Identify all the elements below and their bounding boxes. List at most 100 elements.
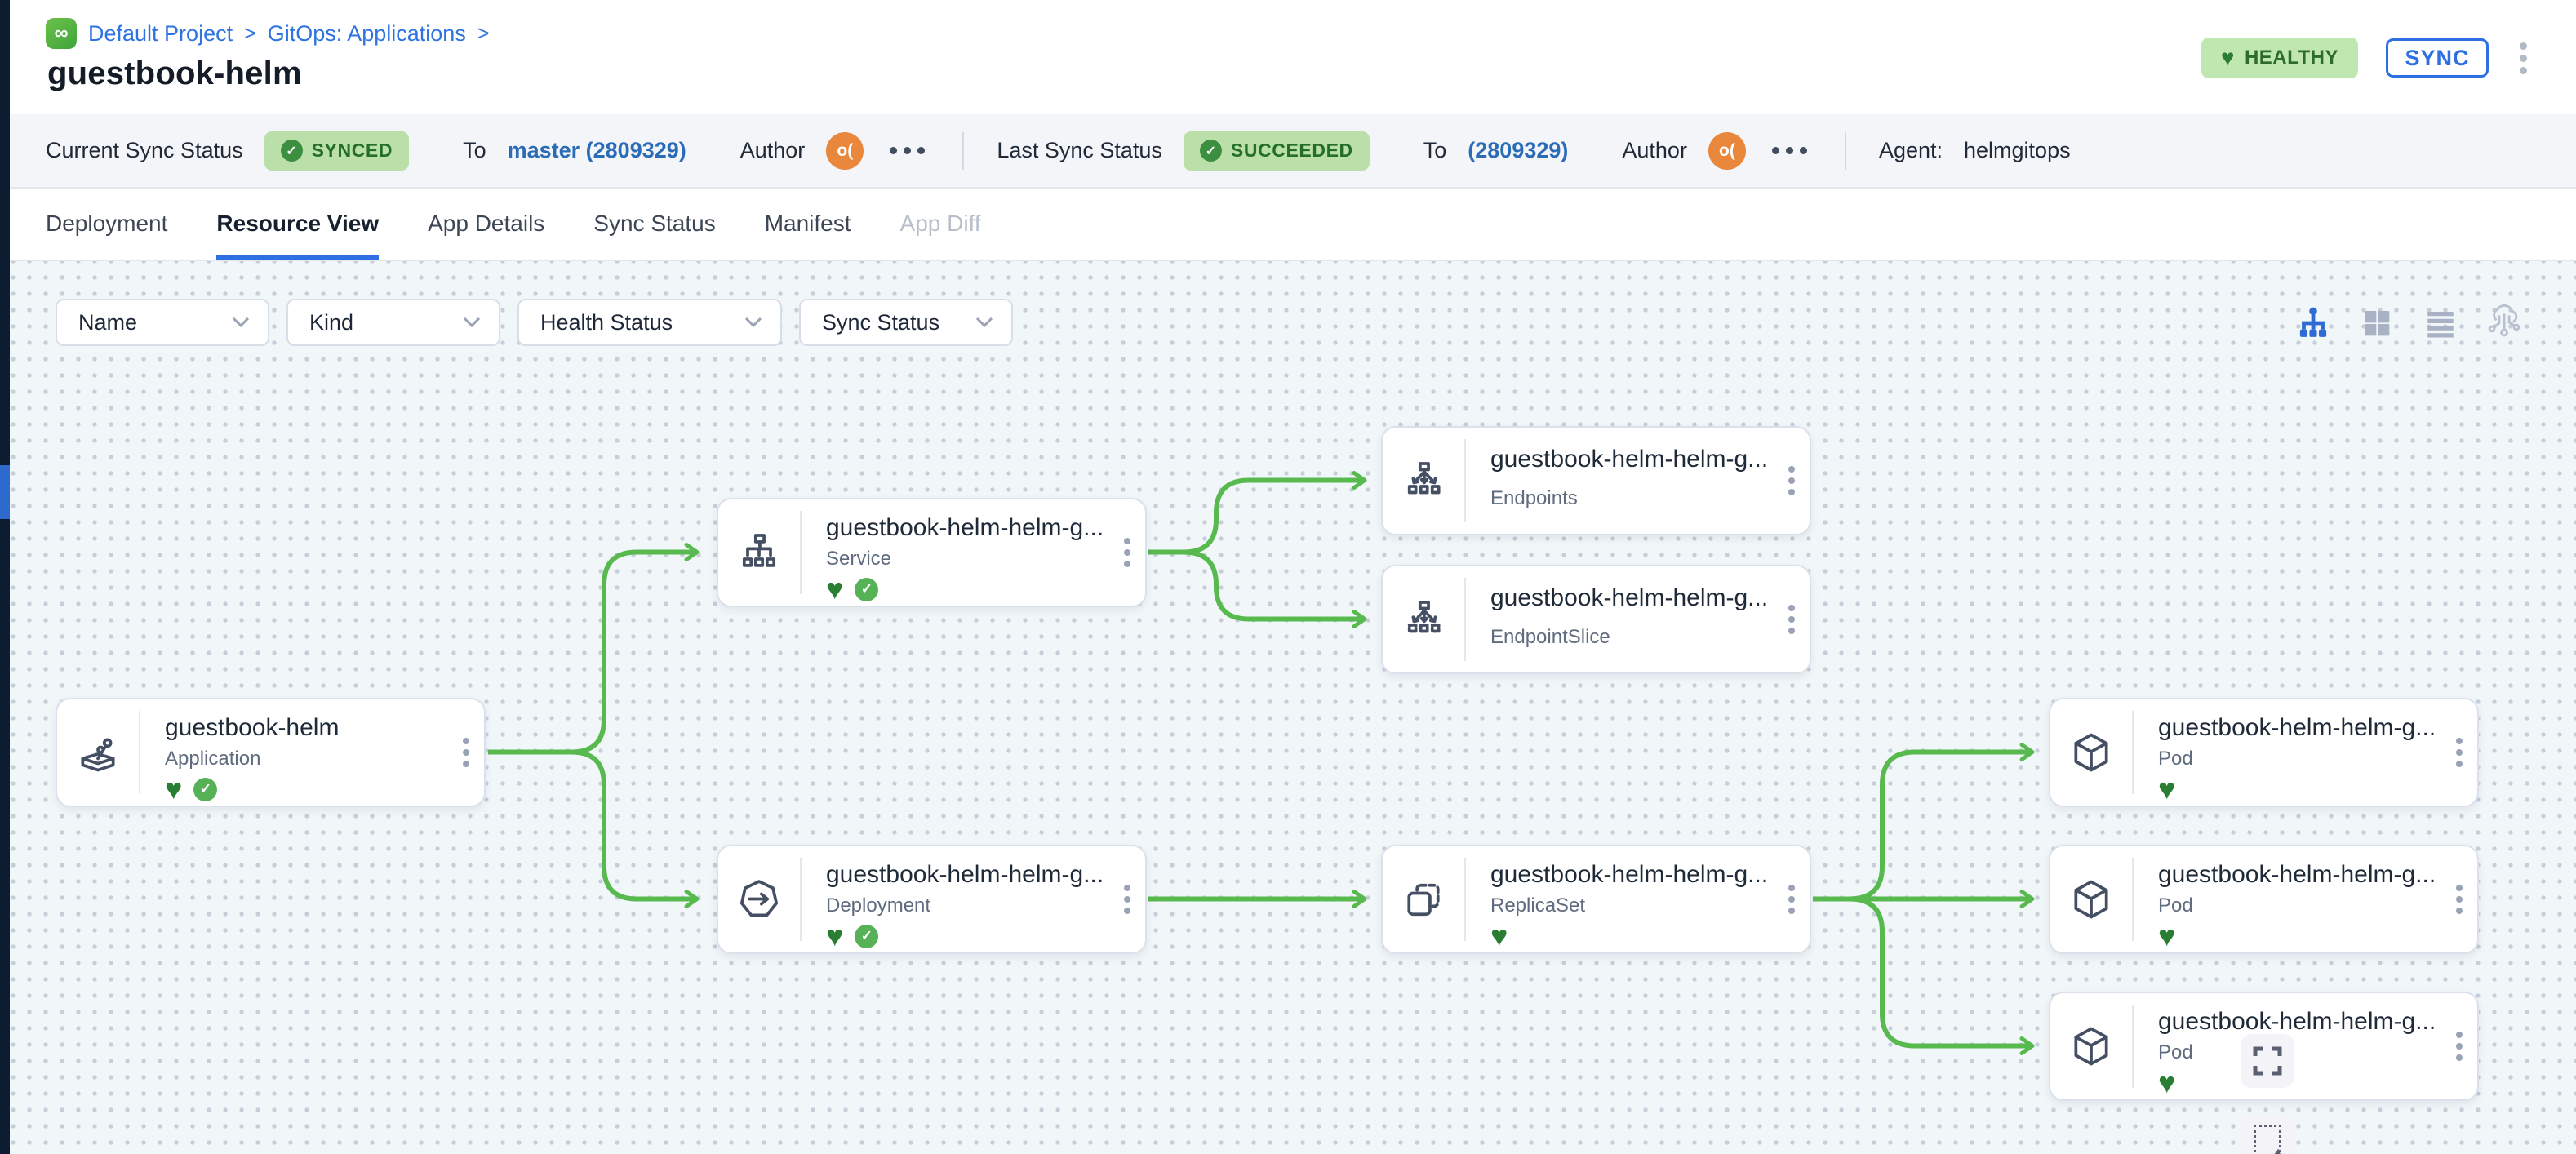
- chevron-right-icon: >: [477, 21, 490, 45]
- status-bar: Current Sync Status ✓ SYNCED To master (…: [10, 114, 2576, 189]
- node-menu-kebab-icon[interactable]: [1785, 881, 1798, 917]
- deployment-icon: [718, 846, 800, 952]
- pod-icon: [2050, 993, 2132, 1099]
- node-pod-2[interactable]: guestbook-helm-helm-g... Pod ♥: [2049, 845, 2479, 954]
- node-kind: Pod: [2158, 1041, 2193, 1063]
- node-menu-kebab-icon[interactable]: [1785, 601, 1798, 637]
- fit-view-button[interactable]: [2241, 1034, 2294, 1088]
- current-revision-link[interactable]: master (2809329): [507, 138, 686, 162]
- sync-check-icon: ✓: [193, 777, 218, 801]
- check-circle-icon: ✓: [280, 140, 303, 162]
- filter-name-dropdown[interactable]: Name: [56, 299, 269, 346]
- tab-sync-status[interactable]: Sync Status: [593, 210, 716, 236]
- node-kind: EndpointSlice: [1490, 625, 1610, 648]
- node-pod-1[interactable]: guestbook-helm-helm-g... Pod ♥: [2049, 698, 2479, 807]
- chevron-right-icon: >: [244, 21, 256, 45]
- tab-resource-view[interactable]: Resource View: [216, 189, 380, 260]
- node-kind: Pod: [2158, 894, 2193, 917]
- chevron-down-icon: [463, 317, 481, 328]
- tree-view-icon[interactable]: [2294, 304, 2333, 343]
- succeeded-badge-label: SUCCEEDED: [1230, 140, 1353, 161]
- selection-mode-button[interactable]: [2241, 1114, 2294, 1154]
- node-menu-kebab-icon[interactable]: [1121, 535, 1134, 570]
- node-menu-kebab-icon[interactable]: [1121, 881, 1134, 917]
- agent-value: helmgitops: [1964, 138, 2071, 162]
- node-menu-kebab-icon[interactable]: [460, 735, 473, 770]
- resource-tree-canvas[interactable]: Name Kind Health Status Sync Status: [0, 261, 2576, 1154]
- check-circle-icon: ✓: [1199, 140, 1222, 162]
- sync-check-icon: ✓: [855, 577, 879, 601]
- node-menu-kebab-icon[interactable]: [1785, 463, 1798, 499]
- tab-manifest[interactable]: Manifest: [764, 210, 851, 236]
- tab-bar: Deployment Resource View App Details Syn…: [10, 189, 2576, 261]
- network-view-icon[interactable]: [2485, 304, 2524, 343]
- node-deployment[interactable]: guestbook-helm-helm-g... Deployment ♥ ✓: [717, 845, 1147, 954]
- endpointslice-icon: [1383, 566, 1464, 672]
- sync-button[interactable]: SYNC: [2386, 38, 2489, 78]
- health-heart-icon: ♥: [165, 772, 183, 806]
- node-kind: Deployment: [826, 894, 931, 917]
- fullscreen-icon: [2253, 1046, 2282, 1076]
- last-author-avatar[interactable]: o(: [1708, 131, 1746, 170]
- grid-view-icon[interactable]: [2357, 304, 2396, 343]
- node-title: guestbook-helm-helm-g...: [1490, 584, 1769, 611]
- application-icon: [57, 699, 139, 806]
- node-title: guestbook-helm-helm-g...: [1490, 445, 1769, 473]
- pod-icon: [2050, 699, 2132, 806]
- gitops-logo-icon: ∞: [46, 18, 77, 49]
- last-revision-link[interactable]: (2809329): [1468, 138, 1569, 162]
- synced-badge-label: SYNCED: [311, 140, 393, 161]
- health-heart-icon: ♥: [1490, 919, 1508, 952]
- health-heart-icon: ♥: [2158, 919, 2176, 952]
- pod-icon: [2050, 846, 2132, 952]
- divider: [1844, 131, 1846, 170]
- node-title: guestbook-helm-helm-g...: [826, 514, 1104, 541]
- node-menu-kebab-icon[interactable]: [2453, 881, 2466, 917]
- breadcrumb-applications-link[interactable]: GitOps: Applications: [267, 20, 466, 46]
- tab-deployment[interactable]: Deployment: [46, 210, 168, 236]
- filter-health-status-dropdown[interactable]: Health Status: [517, 299, 782, 346]
- health-heart-icon: ♥: [2158, 772, 2176, 806]
- node-kind: Pod: [2158, 748, 2193, 770]
- more-options-kebab-icon[interactable]: [2516, 39, 2530, 78]
- node-service[interactable]: guestbook-helm-helm-g... Service ♥ ✓: [717, 498, 1147, 607]
- collapsed-sidebar-rail[interactable]: [0, 0, 10, 1154]
- node-kind: Application: [165, 748, 261, 770]
- node-application[interactable]: guestbook-helm Application ♥ ✓: [56, 698, 486, 807]
- node-menu-kebab-icon[interactable]: [2453, 1028, 2466, 1064]
- sync-check-icon: ✓: [855, 924, 879, 948]
- filter-sync-status-dropdown[interactable]: Sync Status: [799, 299, 1013, 346]
- tree-edges: [488, 471, 2035, 1055]
- node-replicaset[interactable]: guestbook-helm-helm-g... ReplicaSet ♥: [1381, 845, 1811, 954]
- health-status-badge: ♥ HEALTHY: [2201, 38, 2358, 78]
- tab-app-diff: App Diff: [899, 210, 981, 236]
- current-sync-status-label: Current Sync Status: [46, 138, 243, 162]
- last-commit-more-icon[interactable]: [1767, 142, 1812, 159]
- last-to-label: To: [1423, 138, 1447, 162]
- node-title: guestbook-helm-helm-g...: [2158, 1008, 2436, 1035]
- sidebar-scroll-indicator[interactable]: [0, 465, 10, 519]
- node-kind: Service: [826, 548, 892, 570]
- node-title: guestbook-helm-helm-g...: [2158, 714, 2436, 741]
- health-heart-icon: ♥: [2158, 1066, 2176, 1099]
- filter-row: Name Kind Health Status Sync Status: [56, 299, 1013, 346]
- heart-icon: ♥: [2220, 45, 2235, 70]
- selection-icon: [2254, 1125, 2281, 1154]
- header-actions: ♥ HEALTHY SYNC: [2201, 38, 2530, 78]
- current-author-avatar[interactable]: o(: [826, 131, 864, 170]
- node-endpoints[interactable]: guestbook-helm-helm-g... Endpoints: [1381, 426, 1811, 535]
- node-title: guestbook-helm-helm-g...: [1490, 861, 1769, 888]
- node-endpointslice[interactable]: guestbook-helm-helm-g... EndpointSlice: [1381, 565, 1811, 674]
- node-menu-kebab-icon[interactable]: [2453, 735, 2466, 770]
- breadcrumb-project-link[interactable]: Default Project: [88, 20, 233, 46]
- filter-kind-dropdown[interactable]: Kind: [286, 299, 500, 346]
- filter-health-label: Health Status: [540, 309, 673, 335]
- page-title: guestbook-helm: [47, 55, 302, 91]
- tab-app-details[interactable]: App Details: [428, 210, 545, 236]
- current-commit-more-icon[interactable]: [885, 142, 930, 159]
- list-view-icon[interactable]: [2421, 304, 2460, 343]
- replicaset-icon: [1383, 846, 1464, 952]
- health-badge-label: HEALTHY: [2244, 47, 2338, 69]
- node-title: guestbook-helm: [165, 714, 340, 741]
- node-title: guestbook-helm-helm-g...: [826, 861, 1104, 888]
